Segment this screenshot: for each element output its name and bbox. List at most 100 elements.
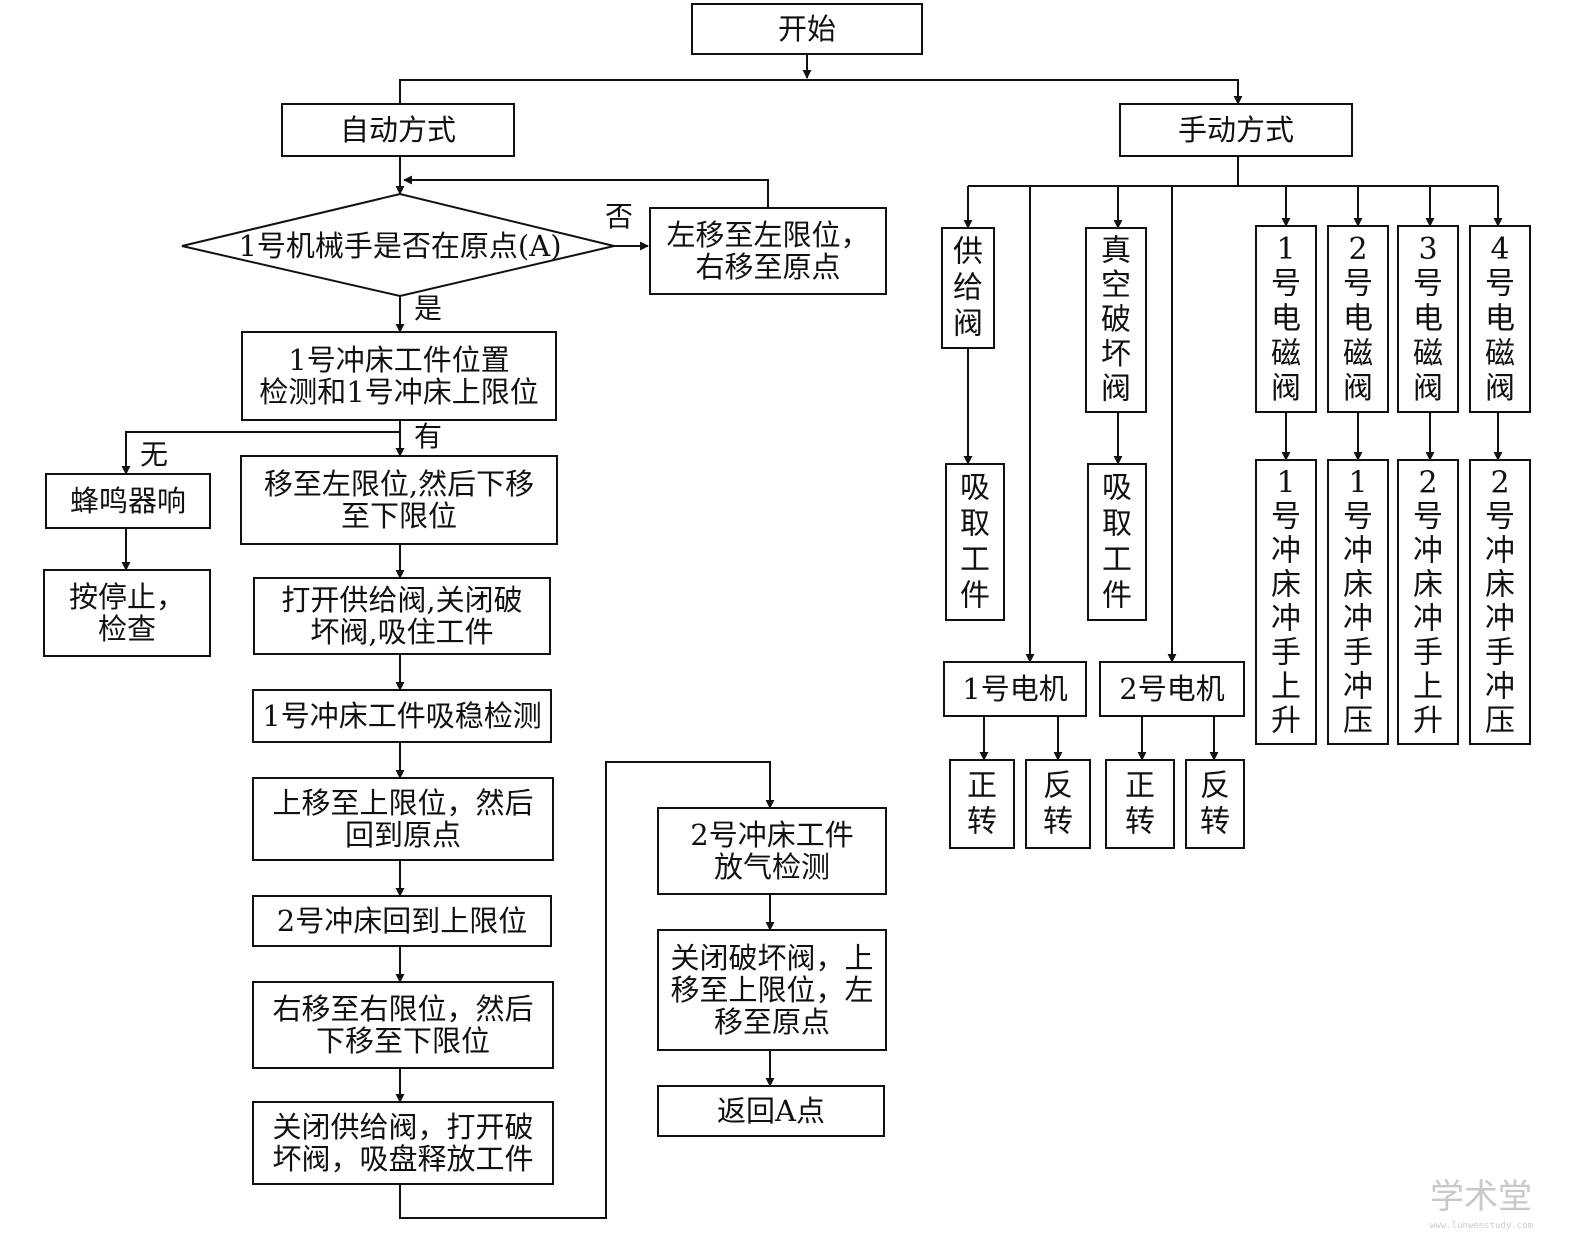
node-box (941, 227, 995, 349)
node-label: 1号冲床工件位置 (288, 343, 509, 377)
node-box (1469, 459, 1531, 745)
node-box (945, 463, 1005, 621)
node-label: 坏阀,吸住工件 (310, 615, 493, 649)
node-label: 供给阀 (953, 235, 983, 342)
node-suction-detect: 1号冲床工件吸稳检测 (252, 689, 552, 743)
node-label: 吸取工件 (960, 471, 990, 614)
node-auto-mode: 自动方式 (281, 103, 515, 157)
label-none: 无 (140, 438, 168, 471)
nodes: 开始自动方式手动方式左移至左限位，右移至原点1号冲床工件位置检测和1号冲床上限位… (43, 3, 1531, 1185)
decision-diamond (181, 192, 615, 298)
decision-label: 1号机械手是否在原点(A) (238, 229, 561, 263)
node-label: 1号冲床工件吸稳检测 (262, 699, 541, 733)
node-box (649, 207, 887, 295)
edge-jump (399, 761, 775, 1219)
node-label: 打开供给阀,关闭破 (281, 583, 522, 617)
node-label: 开始 (778, 12, 836, 46)
node-box (1087, 463, 1147, 621)
label-no: 否 (605, 200, 633, 233)
node-box (1255, 459, 1317, 745)
node-label: 返回A点 (717, 1094, 825, 1128)
node-box (1025, 759, 1091, 849)
node-box (943, 661, 1087, 717)
node-press2-up: 2号冲床回到上限位 (252, 895, 552, 947)
node-box (1185, 759, 1245, 849)
watermark-brand: 学术堂 (1430, 1177, 1532, 1217)
node-decision-origin: 1号机械手是否在原点(A) (181, 192, 615, 298)
node-label: 正转 (967, 769, 997, 840)
node-motor1: 1号电机 (943, 661, 1087, 717)
node-box (252, 1101, 554, 1185)
node-box (252, 981, 554, 1069)
node-label: 移至上限位，左 (670, 973, 873, 1007)
node-label: 真空破坏阀 (1101, 234, 1131, 407)
node-label: 反转 (1200, 769, 1230, 840)
node-box (1119, 103, 1353, 157)
node-box (240, 455, 558, 545)
node-start: 开始 (691, 3, 923, 55)
node-pick-part-1: 吸取工件 (945, 463, 1005, 621)
node-label: 回到原点 (345, 818, 461, 852)
node-manual-mode: 手动方式 (1119, 103, 1353, 157)
node-label: 至下限位 (341, 499, 457, 533)
node-box (657, 929, 887, 1051)
node-vacuum-break-valve: 真空破坏阀 (1085, 227, 1147, 413)
node-box (1085, 227, 1147, 413)
watermark: 学术堂 www.lunwenstudy.com (1430, 1177, 1533, 1231)
node-return-a: 返回A点 (657, 1085, 885, 1137)
node-box (657, 807, 887, 895)
node-box (1469, 225, 1531, 413)
node-label: 吸取工件 (1102, 471, 1132, 614)
node-box (1327, 459, 1389, 745)
node-label: 坏阀，吸盘释放工件 (272, 1142, 533, 1176)
edge-loop-back (403, 175, 769, 208)
node-label: 2号电机 (1119, 672, 1224, 706)
node-label: 上移至上限位，然后 (272, 786, 533, 820)
node-label: 自动方式 (340, 113, 456, 147)
node-label: 按停止， (69, 580, 185, 614)
node-label: 下移至下限位 (316, 1024, 490, 1058)
node-label: 移至左限位,然后下移 (264, 467, 534, 501)
node-box (252, 895, 552, 947)
node-m2-forward: 正转 (1105, 759, 1175, 849)
label-present: 有 (414, 420, 442, 453)
node-box (1397, 225, 1459, 413)
edge-labels: 否 是 无 有 (140, 200, 633, 471)
node-box (1105, 759, 1175, 849)
node-box (241, 331, 557, 421)
node-box (45, 473, 211, 529)
label-yes: 是 (414, 292, 442, 325)
node-stop-check: 按停止，检查 (43, 569, 211, 657)
node-label: 关闭供给阀，打开破 (272, 1110, 533, 1144)
watermark-url: www.lunwenstudy.com (1430, 1221, 1533, 1231)
node-box (1397, 459, 1459, 745)
node-label: 移至原点 (714, 1005, 830, 1039)
node-label: 手动方式 (1178, 113, 1294, 147)
node-label: 检查 (98, 612, 156, 646)
node-box (691, 3, 923, 55)
edge-to-buzzer (121, 431, 400, 475)
node-label: 蜂鸣器响 (70, 484, 186, 518)
node-box (252, 777, 554, 861)
node-box (1255, 225, 1317, 413)
node-label: 检测和1号冲床上限位 (259, 375, 538, 409)
